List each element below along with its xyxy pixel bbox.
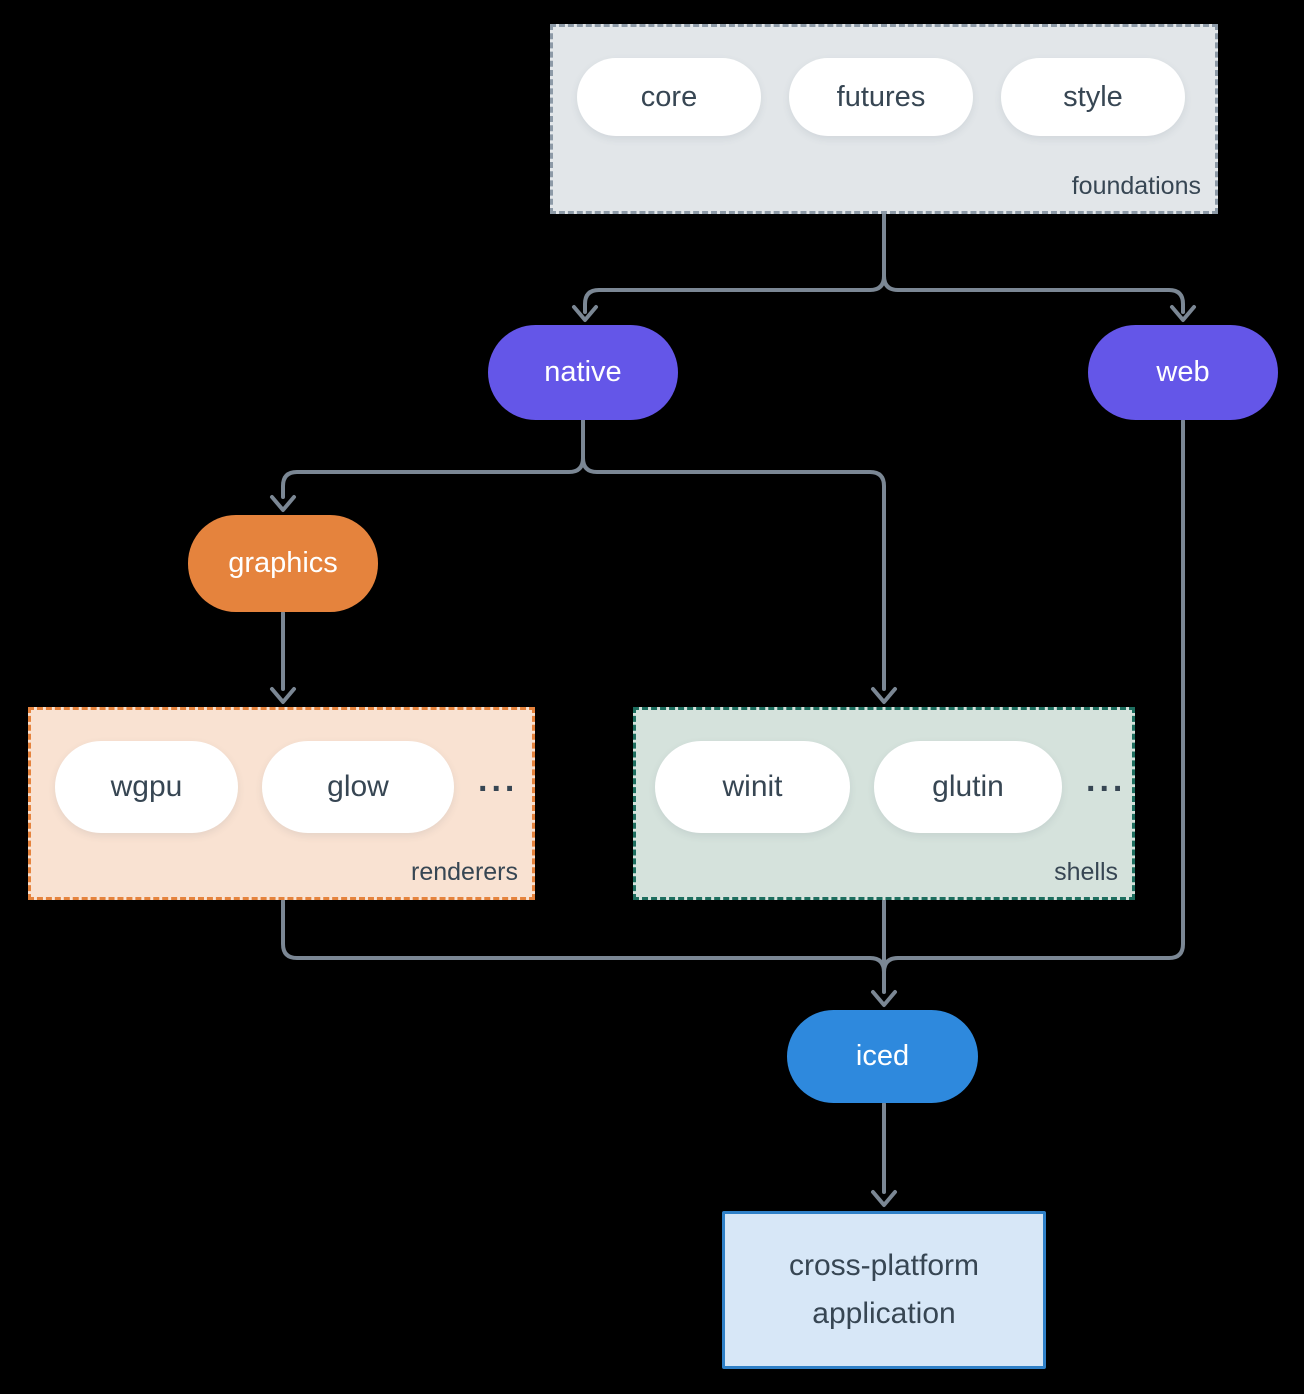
glutin-pill: glutin [874, 741, 1062, 833]
arrowhead-icon [871, 687, 897, 704]
edge-foundations-web [882, 213, 1185, 314]
arrowhead-icon [871, 990, 897, 1007]
renderers-ellipsis: ... [478, 760, 519, 799]
shells-label: shells [1054, 858, 1118, 886]
wgpu-pill: wgpu [55, 741, 238, 833]
edge-native-shells [581, 419, 886, 691]
foundations-label: foundations [1071, 172, 1201, 200]
graphics-node: graphics [188, 515, 378, 612]
arrowhead-icon [270, 495, 296, 512]
core-pill: core [577, 58, 761, 136]
app-label-line2: application [812, 1297, 956, 1330]
shells-pill-row: winit glutin ... [636, 710, 1132, 833]
edge-renderers-iced [281, 899, 886, 982]
foundations-pill-row: core futures style [553, 27, 1215, 136]
renderers-label: renderers [411, 858, 518, 886]
futures-pill: futures [789, 58, 973, 136]
web-node: web [1088, 325, 1278, 420]
edge-native-graphics [281, 419, 585, 499]
shells-group: winit glutin ... shells [633, 707, 1135, 900]
arrowhead-icon [572, 305, 598, 322]
renderers-pill-row: wgpu glow ... [31, 710, 532, 833]
winit-pill: winit [655, 741, 850, 833]
native-node: native [488, 325, 678, 420]
cross-platform-application-node: cross-platform application [722, 1211, 1046, 1369]
style-pill: style [1001, 58, 1185, 136]
arrowhead-icon [871, 1190, 897, 1207]
iced-node: iced [787, 1010, 978, 1103]
renderers-group: wgpu glow ... renderers [28, 707, 535, 900]
arrowhead-icon [1170, 305, 1196, 322]
shells-ellipsis: ... [1086, 760, 1127, 799]
glow-pill: glow [262, 741, 454, 833]
app-label-line1: cross-platform [788, 1249, 980, 1282]
arrowhead-icon [270, 687, 296, 704]
edge-foundations-native [583, 213, 886, 314]
foundations-group: core futures style foundations [550, 24, 1218, 214]
